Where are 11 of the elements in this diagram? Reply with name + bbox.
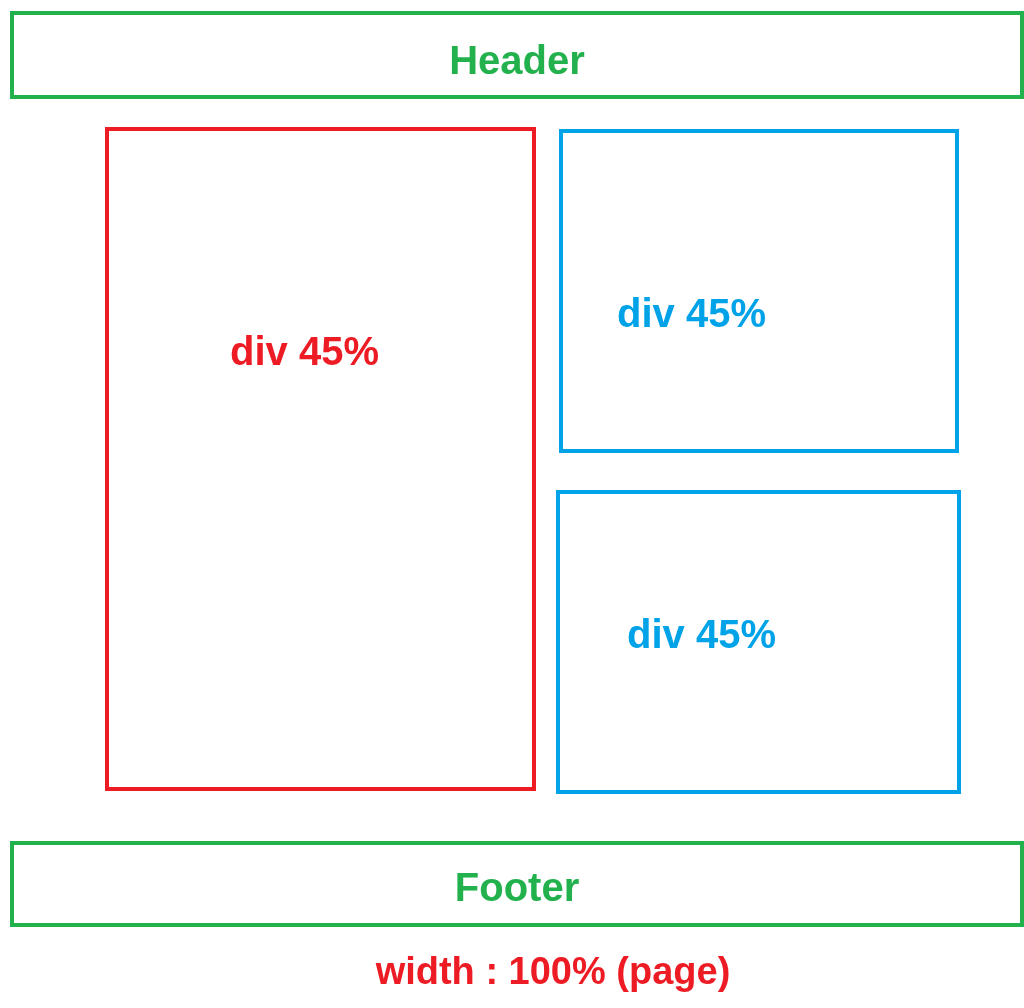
box-label: div 45% xyxy=(230,331,379,371)
footer-label: Footer xyxy=(454,867,580,907)
content-box xyxy=(105,127,536,791)
box-label: div 45% xyxy=(627,614,776,654)
content-box xyxy=(556,490,961,794)
content-box xyxy=(559,129,959,453)
header-bar xyxy=(10,11,1024,99)
footer-bar xyxy=(10,841,1024,927)
header-label: Header xyxy=(449,40,585,80)
box-label: div 45% xyxy=(617,293,766,333)
width-note: width : 100% (page) xyxy=(375,952,731,990)
